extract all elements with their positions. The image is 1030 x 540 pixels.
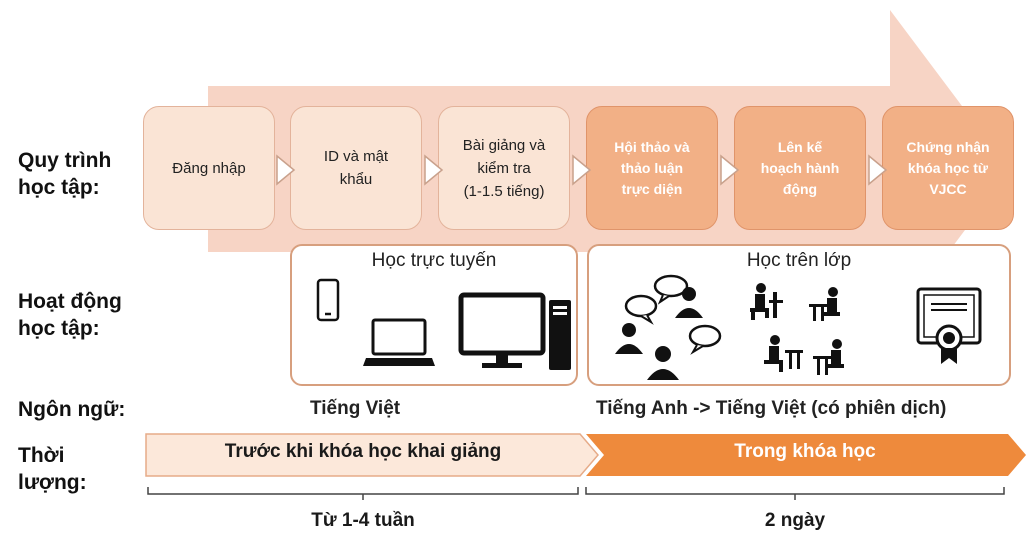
- step-label: Bài giảng và kiểm tra (1-1.5 tiếng): [462, 136, 546, 200]
- step-login: Đăng nhập: [143, 106, 275, 230]
- step-label: Lên kế hoạch hành động: [760, 138, 840, 197]
- chevron-right-icon: [276, 154, 296, 186]
- row-label-activity: Hoạt động học tập:: [18, 290, 122, 340]
- duration-bar-before: [145, 433, 599, 477]
- language-online: Tiếng Việt: [310, 398, 401, 419]
- step-label: Chứng nhận khóa học từ VJCC: [906, 138, 990, 197]
- classroom-learning-title: Học trên lớp: [746, 250, 852, 271]
- step-action-plan: Lên kế hoạch hành động: [734, 106, 866, 230]
- chevron-right-icon: [720, 154, 740, 186]
- duration-label-before: Trước khi khóa học khai giảng: [224, 441, 502, 462]
- laptop-icon: [363, 318, 435, 366]
- step-id-password: ID và mật khẩu: [290, 106, 422, 230]
- duration-bracket-before: [147, 487, 579, 500]
- desk-workers-icon: [750, 283, 844, 375]
- classroom-learning-box: Học trên lớp: [587, 244, 1011, 386]
- row-label-duration: Thời lượng:: [18, 444, 87, 494]
- row-label-process: Quy trình học tập:: [18, 149, 112, 199]
- chevron-right-icon: [424, 154, 444, 186]
- step-lectures-tests: Bài giảng và kiểm tra (1-1.5 tiếng): [438, 106, 570, 230]
- duration-bracket-during: [585, 487, 1005, 500]
- language-classroom: Tiếng Anh -> Tiếng Việt (có phiên dịch): [596, 398, 947, 419]
- chevron-right-icon: [868, 154, 888, 186]
- step-label: ID và mật khẩu: [323, 148, 389, 188]
- discussion-icon: [615, 274, 722, 380]
- row-label-language: Ngôn ngữ:: [18, 398, 126, 421]
- online-learning-box: Học trực tuyến: [290, 244, 578, 386]
- step-label: Đăng nhập: [172, 159, 246, 177]
- duration-label-during: Trong khóa học: [734, 441, 876, 462]
- desktop-icon: [458, 292, 571, 370]
- duration-period-before: Từ 1-4 tuần: [311, 510, 415, 531]
- step-certificate: Chứng nhận khóa học từ VJCC: [882, 106, 1014, 230]
- step-workshop: Hội thảo và thảo luận trực diện: [586, 106, 718, 230]
- online-learning-title: Học trực tuyến: [371, 250, 497, 271]
- phone-icon: [316, 278, 340, 322]
- duration-bar-during: [586, 434, 1026, 476]
- step-label: Hội thảo và thảo luận trực diện: [614, 138, 690, 197]
- duration-period-during: 2 ngày: [764, 510, 826, 531]
- certificate-icon: [916, 287, 982, 364]
- chevron-right-icon: [572, 154, 592, 186]
